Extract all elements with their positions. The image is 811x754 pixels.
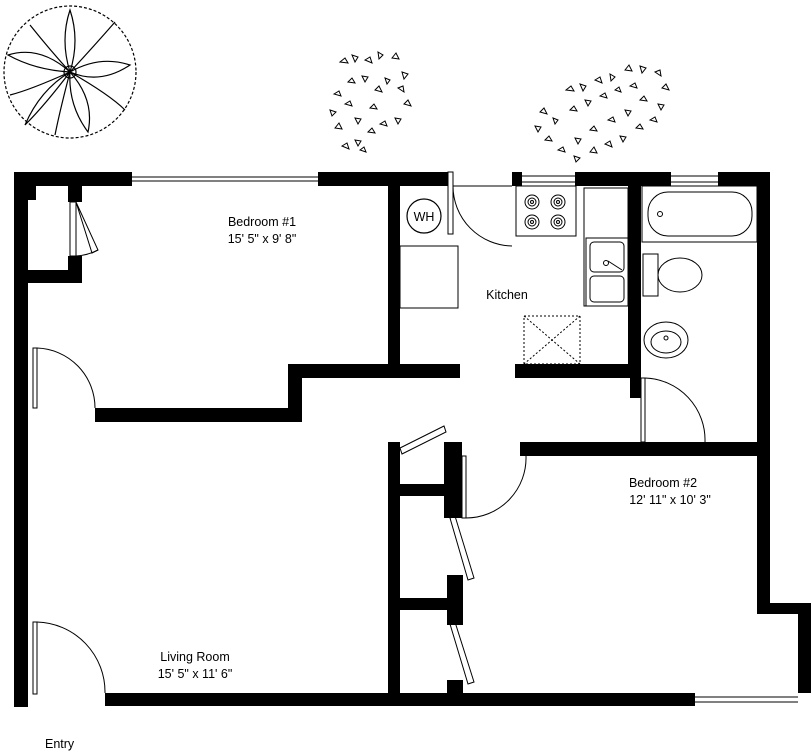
- kitchen-name: Kitchen: [486, 288, 528, 302]
- tree-icon: [3, 5, 137, 139]
- bedroom2-dims: 12' 11" x 10' 3": [629, 493, 711, 507]
- bedroom1-name: Bedroom #1: [228, 215, 296, 229]
- living-room-dims: 15' 5" x 11' 6": [158, 667, 233, 681]
- shrub-icon: [534, 64, 670, 163]
- bedroom2-name: Bedroom #2: [629, 476, 697, 490]
- water-heater: WH: [406, 198, 442, 234]
- lavatory-icon: [643, 321, 689, 359]
- toilet-icon: [642, 253, 703, 297]
- bathtub-icon: [641, 185, 758, 243]
- sink-icon: [585, 237, 629, 307]
- entry-label: Entry: [45, 737, 75, 751]
- window: [132, 175, 798, 703]
- interior-walls: [28, 186, 770, 702]
- bedroom1-dims: 15' 5" x 9' 8": [228, 232, 297, 246]
- water-heater-label: WH: [414, 210, 435, 224]
- door: [32, 171, 706, 695]
- exterior-walls: [14, 172, 811, 707]
- living-room-name: Living Room: [160, 650, 229, 664]
- refrigerator: [523, 315, 581, 365]
- stove-icon: [515, 185, 577, 237]
- shrub-icon: [329, 51, 412, 153]
